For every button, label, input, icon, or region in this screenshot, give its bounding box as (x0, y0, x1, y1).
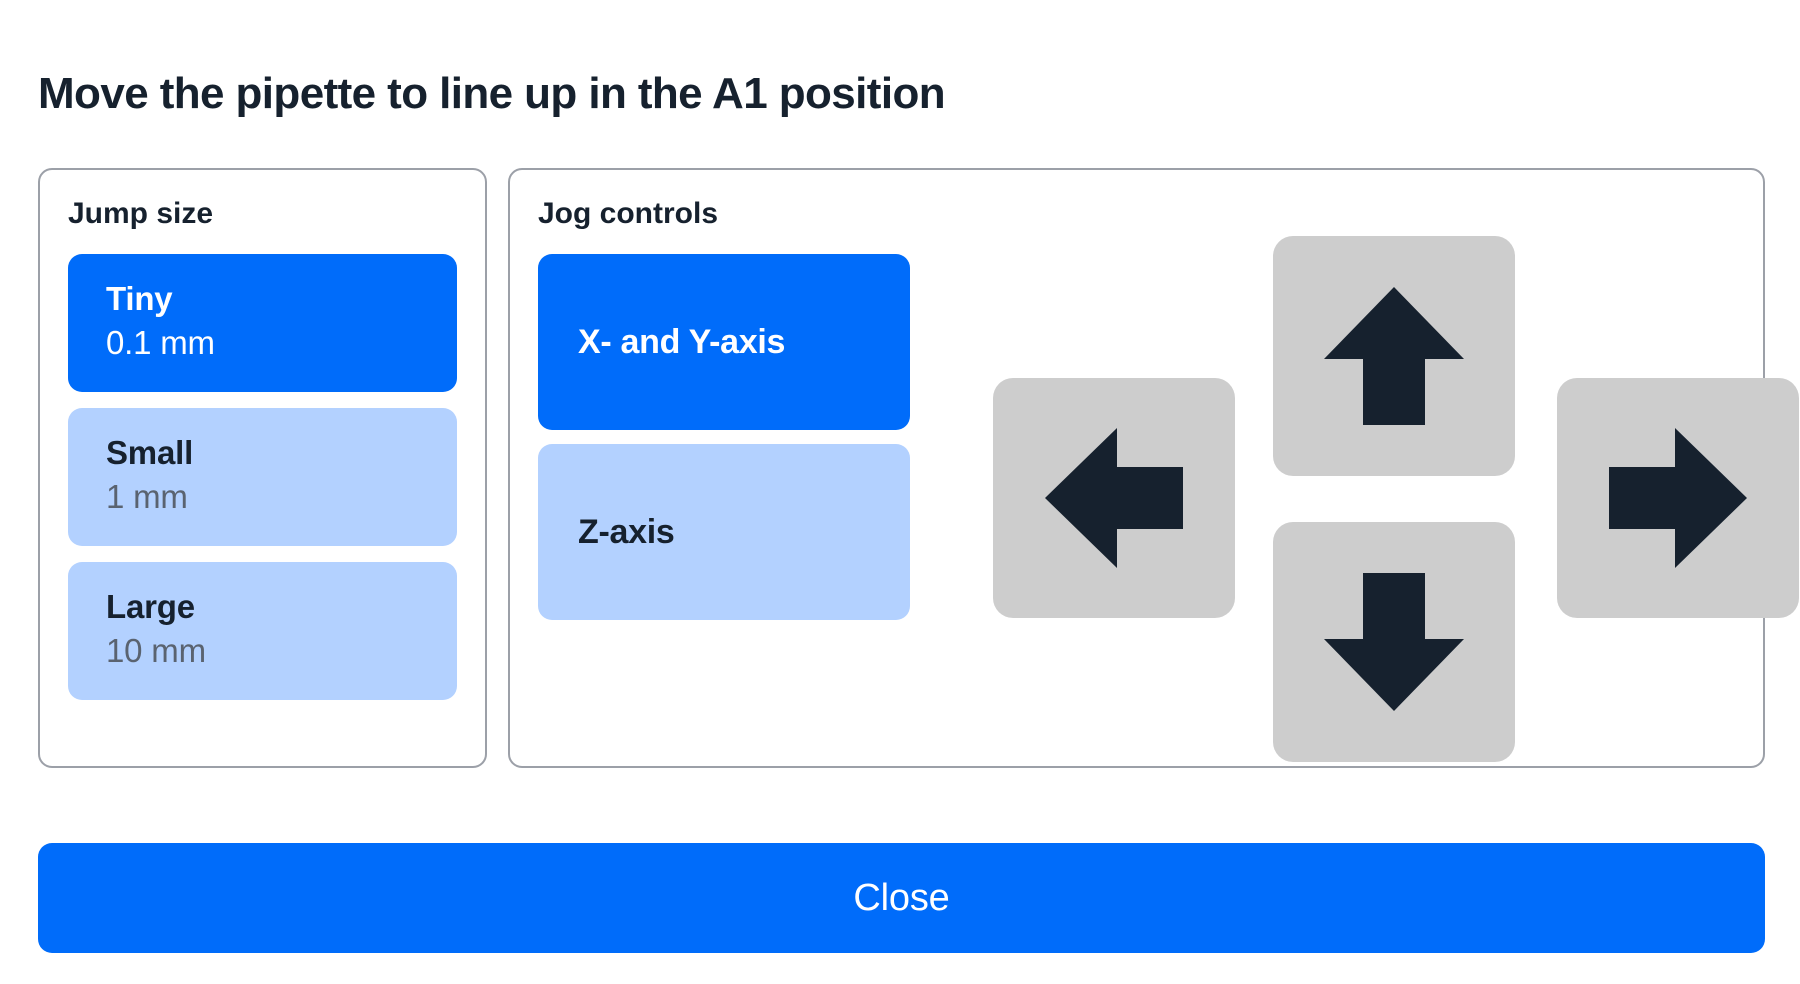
arrow-down-icon (1322, 571, 1466, 713)
jog-left-button[interactable] (993, 378, 1235, 618)
jump-size-option-value: 10 mm (106, 632, 206, 669)
jog-down-button[interactable] (1273, 522, 1515, 762)
jump-size-option-large[interactable]: Large 10 mm (68, 562, 457, 700)
arrow-left-icon (1043, 426, 1185, 570)
jump-size-option-value: 1 mm (106, 478, 188, 515)
jump-size-heading: Jump size (68, 197, 214, 230)
jump-size-option-value: 0.1 mm (106, 324, 215, 361)
jump-size-option-small[interactable]: Small 1 mm (68, 408, 457, 546)
directional-pad (993, 236, 1799, 762)
jump-size-panel: Jump size Tiny 0.1 mm Small 1 mm Large 1… (38, 168, 487, 768)
jump-size-option-name: Tiny (106, 280, 173, 317)
jump-size-option-list: Tiny 0.1 mm Small 1 mm Large 10 mm (68, 254, 459, 700)
jog-controls-panel: Jog controls X- and Y-axis Z-axis (508, 168, 1799, 768)
axis-button-z[interactable]: Z-axis (538, 444, 910, 620)
page-title: Move the pipette to line up in the A1 po… (38, 69, 946, 119)
close-button[interactable]: Close (38, 843, 1765, 953)
jog-controls-body: X- and Y-axis Z-axis (538, 236, 1799, 762)
jog-controls-heading: Jog controls (538, 197, 719, 230)
jump-size-option-tiny[interactable]: Tiny 0.1 mm (68, 254, 457, 392)
jump-size-option-name: Small (106, 434, 194, 471)
jump-size-option-name: Large (106, 588, 195, 625)
jog-right-button[interactable] (1557, 378, 1799, 618)
arrow-up-icon (1322, 285, 1466, 427)
arrow-right-icon (1607, 426, 1749, 570)
controls-panels: Jump size Tiny 0.1 mm Small 1 mm Large 1… (38, 168, 1799, 768)
axis-button-xy[interactable]: X- and Y-axis (538, 254, 910, 430)
axis-selector-list: X- and Y-axis Z-axis (538, 254, 910, 620)
jog-up-button[interactable] (1273, 236, 1515, 476)
